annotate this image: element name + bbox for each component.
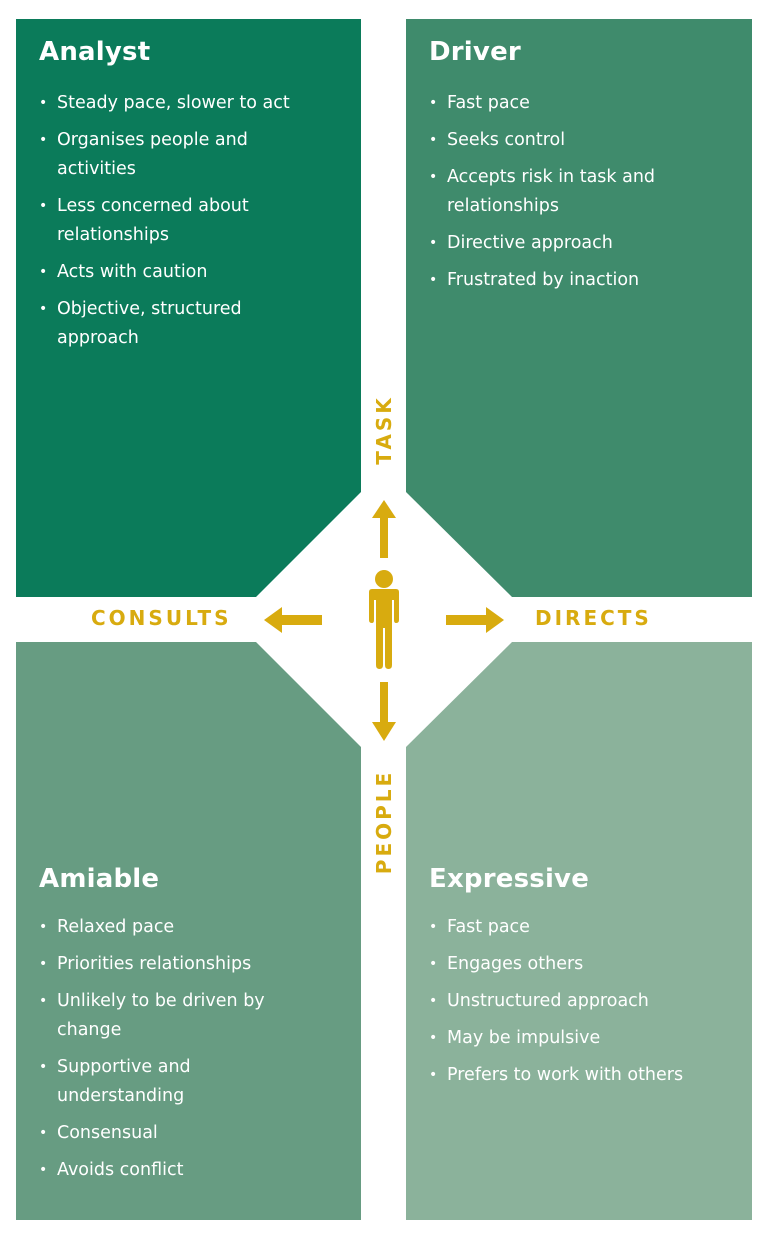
bullet-icon: • bbox=[429, 235, 438, 251]
quadrant-amiable: Amiable • Relaxed pace • Priorities relati… bbox=[16, 642, 361, 1220]
bullet-icon: • bbox=[429, 919, 438, 935]
list-item: • Priorities relationships bbox=[39, 950, 314, 979]
quadrant-title-driver: Driver bbox=[429, 37, 521, 67]
trait-text: May be impulsive bbox=[447, 1028, 601, 1048]
arrow-right-icon bbox=[446, 607, 504, 633]
quadrant-expressive: Expressive • Fast pace • Engages others • U… bbox=[406, 642, 752, 1220]
bullet-icon: • bbox=[39, 301, 48, 317]
bullet-icon: • bbox=[429, 272, 438, 288]
bullet-icon: • bbox=[39, 198, 48, 214]
bullet-icon: • bbox=[39, 919, 48, 935]
quadrant-analyst: Analyst • Steady pace, slower to act • Org… bbox=[16, 19, 361, 597]
list-item: • Organises people and activities bbox=[39, 126, 309, 184]
list-item: • Supportive and understanding bbox=[39, 1053, 314, 1111]
list-item: • Acts with caution bbox=[39, 258, 309, 287]
expressive-trait-list: • Fast pace • Engages others • Unstructured… bbox=[429, 913, 729, 1098]
bullet-icon: • bbox=[429, 1067, 438, 1083]
trait-text: Relaxed pace bbox=[57, 917, 175, 937]
center-graphic bbox=[264, 500, 504, 741]
arrow-left-icon bbox=[264, 607, 322, 633]
bullet-icon: • bbox=[429, 132, 438, 148]
bullet-icon: • bbox=[39, 1162, 48, 1178]
trait-text: Seeks control bbox=[447, 130, 566, 150]
axis-label-consults: CONSULTS bbox=[91, 606, 232, 630]
list-item: • Unstructured approach bbox=[429, 987, 729, 1016]
bullet-icon: • bbox=[429, 1030, 438, 1046]
quadrant-title-analyst: Analyst bbox=[39, 37, 151, 67]
quadrant-title-amiable: Amiable bbox=[39, 864, 160, 894]
bullet-icon: • bbox=[429, 95, 438, 111]
axis-label-people: PEOPLE bbox=[372, 769, 396, 875]
trait-text: Steady pace, slower to act bbox=[57, 93, 290, 113]
list-item: • Steady pace, slower to act bbox=[39, 89, 309, 118]
list-item: • Prefers to work with others bbox=[429, 1061, 729, 1090]
trait-text: Fast pace bbox=[447, 93, 530, 113]
list-item: • May be impulsive bbox=[429, 1024, 729, 1053]
bullet-icon: • bbox=[39, 264, 48, 280]
bullet-icon: • bbox=[429, 993, 438, 1009]
list-item: • Accepts risk in task and relationships bbox=[429, 163, 689, 221]
driver-trait-list: • Fast pace • Seeks control • Accepts risk … bbox=[429, 89, 689, 303]
bullet-icon: • bbox=[429, 169, 438, 185]
arrow-up-icon bbox=[372, 500, 396, 558]
axis-label-task: TASK bbox=[372, 395, 396, 465]
arrow-down-icon bbox=[372, 682, 396, 741]
bullet-icon: • bbox=[39, 95, 48, 111]
trait-text: Fast pace bbox=[447, 917, 530, 937]
analyst-trait-list: • Steady pace, slower to act • Organises p… bbox=[39, 89, 309, 361]
quadrant-driver: Driver • Fast pace • Seeks control • Accept… bbox=[406, 19, 752, 597]
bullet-icon: • bbox=[39, 956, 48, 972]
trait-text: Unlikely to be driven by change bbox=[57, 991, 265, 1040]
list-item: • Frustrated by inaction bbox=[429, 266, 689, 295]
list-item: • Engages others bbox=[429, 950, 729, 979]
list-item: • Fast pace bbox=[429, 89, 689, 118]
list-item: • Unlikely to be driven by change bbox=[39, 987, 314, 1045]
trait-text: Prefers to work with others bbox=[447, 1065, 684, 1085]
list-item: • Relaxed pace bbox=[39, 913, 314, 942]
trait-text: Accepts risk in task and relationships bbox=[447, 167, 656, 216]
trait-text: Objective, structured approach bbox=[57, 299, 242, 348]
quadrant-title-expressive: Expressive bbox=[429, 864, 590, 894]
trait-text: Supportive and understanding bbox=[57, 1057, 191, 1106]
trait-text: Frustrated by inaction bbox=[447, 270, 640, 290]
list-item: • Seeks control bbox=[429, 126, 689, 155]
axis-label-directs: DIRECTS bbox=[535, 606, 652, 630]
list-item: • Fast pace bbox=[429, 913, 729, 942]
trait-text: Less concerned about relationships bbox=[57, 196, 249, 245]
list-item: • Avoids conflict bbox=[39, 1156, 314, 1185]
bullet-icon: • bbox=[39, 1125, 48, 1141]
trait-text: Priorities relationships bbox=[57, 954, 252, 974]
bullet-icon: • bbox=[39, 132, 48, 148]
bullet-icon: • bbox=[429, 956, 438, 972]
trait-text: Directive approach bbox=[447, 233, 613, 253]
trait-text: Avoids conflict bbox=[57, 1160, 184, 1180]
person-icon bbox=[369, 570, 399, 669]
trait-text: Unstructured approach bbox=[447, 991, 649, 1011]
list-item: • Consensual bbox=[39, 1119, 314, 1148]
bullet-icon: • bbox=[39, 993, 48, 1009]
trait-text: Organises people and activities bbox=[57, 130, 248, 179]
list-item: • Less concerned about relationships bbox=[39, 192, 309, 250]
trait-text: Acts with caution bbox=[57, 262, 208, 282]
trait-text: Engages others bbox=[447, 954, 584, 974]
list-item: • Objective, structured approach bbox=[39, 295, 309, 353]
bullet-icon: • bbox=[39, 1059, 48, 1075]
trait-text: Consensual bbox=[57, 1123, 158, 1143]
list-item: • Directive approach bbox=[429, 229, 689, 258]
amiable-trait-list: •Relaxed pace •Priorities relationships … bbox=[39, 913, 314, 1193]
